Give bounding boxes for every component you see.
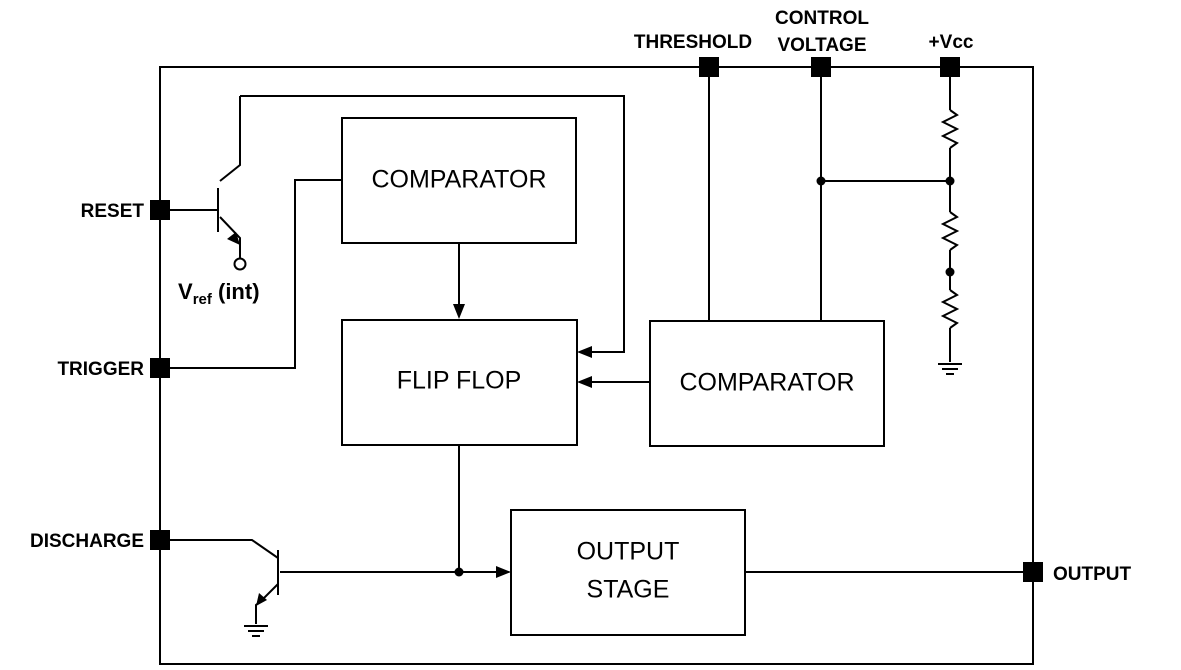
pin-reset xyxy=(150,200,170,220)
label-trigger: TRIGGER xyxy=(57,359,144,380)
pin-output xyxy=(1023,562,1043,582)
pin-control-voltage xyxy=(811,57,831,77)
arrow-reset-to-flipflop xyxy=(577,346,592,358)
label-reset: RESET xyxy=(81,201,145,222)
label-discharge: DISCHARGE xyxy=(30,531,144,552)
junction-dot-output-line xyxy=(454,567,464,577)
arrow-reset-emitter xyxy=(227,232,240,245)
label-output: OUTPUT xyxy=(1053,564,1132,585)
junction-dot-divider-mid xyxy=(945,267,955,277)
pin-threshold xyxy=(699,57,719,77)
vref-main: V xyxy=(178,279,193,304)
vref-terminal xyxy=(233,257,247,271)
arrowheads xyxy=(227,232,592,606)
flip-flop-label: FLIP FLOP xyxy=(397,367,522,395)
vref-suffix: (int) xyxy=(212,279,260,304)
arrow-discharge-emitter xyxy=(256,593,267,606)
vref-subscript: ref xyxy=(193,291,213,308)
arrow-comparator-right-to-flipflop xyxy=(577,376,592,388)
comparator-right-label: COMPARATOR xyxy=(679,369,854,397)
comparator-top-box xyxy=(341,117,577,244)
output-stage-box xyxy=(510,509,746,636)
label-control-voltage-line1: CONTROL xyxy=(775,8,869,29)
label-control-voltage-line2: VOLTAGE xyxy=(777,35,866,56)
pin-trigger xyxy=(150,358,170,378)
label-threshold: THRESHOLD xyxy=(634,32,752,53)
comparator-top-label: COMPARATOR xyxy=(371,166,546,194)
junction-dot-divider-top xyxy=(945,176,955,186)
label-vcc: +Vcc xyxy=(929,32,974,53)
arrow-comparator-to-flipflop xyxy=(453,304,465,319)
arrow-to-output-stage xyxy=(496,566,511,578)
output-stage-label-line2: STAGE xyxy=(587,576,670,604)
comparator-right-box xyxy=(649,320,885,447)
pin-vcc xyxy=(940,57,960,77)
flip-flop-box xyxy=(341,319,578,446)
pin-discharge xyxy=(150,530,170,550)
output-stage-label-line1: OUTPUT xyxy=(577,538,680,566)
junction-dot-control xyxy=(816,176,826,186)
label-vref: Vref (int) xyxy=(178,279,260,308)
